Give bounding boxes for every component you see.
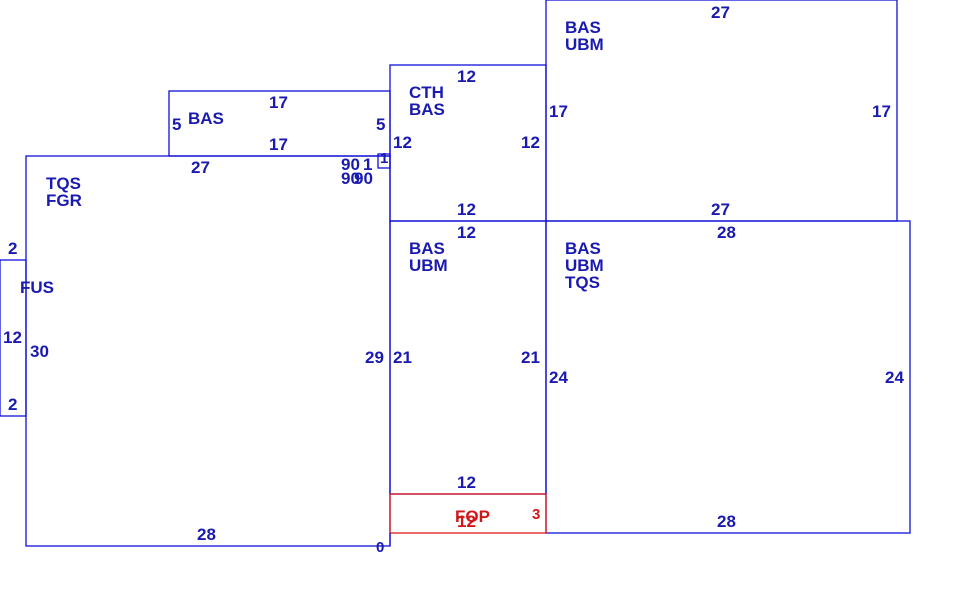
- bas-ubm-top-dim-left: 17: [549, 102, 568, 121]
- tqs-fgr-code-1: TQS: [46, 174, 81, 193]
- cth-bas-dim-bottom: 12: [457, 200, 476, 219]
- section-fus-outline: [0, 259, 27, 417]
- bas-ubm-mid-dim-top: 12: [457, 223, 476, 242]
- tqs-fgr-dim-right: 29: [365, 348, 384, 367]
- connector-label-b: 1: [363, 155, 372, 174]
- cth-bas-dim-top: 12: [457, 67, 476, 86]
- section-bas-ubm-tqs-outline: [545, 220, 911, 534]
- bas-small-dim-top: 17: [269, 93, 288, 112]
- connector-label-a: 90: [341, 155, 360, 174]
- bas-ubm-tqs-dim-bottom: 28: [717, 512, 736, 531]
- bas-ubm-mid-dim-left: 21: [393, 348, 412, 367]
- bas-small-dim-left: 5: [172, 115, 181, 134]
- bas-ubm-mid-code-2: UBM: [409, 256, 448, 275]
- bas-small-code: BAS: [188, 109, 224, 128]
- connector-box: [377, 153, 391, 169]
- bas-small-dim-bottom: 17: [269, 135, 288, 154]
- connector-label-d: 90: [354, 169, 373, 188]
- tqs-fgr-code-2: FGR: [46, 191, 82, 210]
- connector-label-e: 1: [380, 150, 388, 167]
- fop-code: FOP: [455, 507, 490, 526]
- fus-dim-middle: 12: [3, 328, 22, 347]
- bas-ubm-tqs-code-2: UBM: [565, 256, 604, 275]
- fop-dim-bottom: 12: [457, 512, 476, 531]
- bas-ubm-top-dim-top: 27: [711, 3, 730, 22]
- bas-ubm-mid-dim-right: 21: [521, 348, 540, 367]
- origin-label: 0: [376, 539, 384, 556]
- cth-bas-code-1: CTH: [409, 83, 444, 102]
- bas-ubm-mid-code-1: BAS: [409, 239, 445, 258]
- fus-dim-bottom: 2: [8, 395, 17, 414]
- section-fop-outline: [389, 493, 547, 534]
- bas-small-dim-right: 5: [376, 115, 385, 134]
- fop-dim-right: 3: [532, 506, 540, 523]
- bas-ubm-tqs-code-1: BAS: [565, 239, 601, 258]
- bas-ubm-tqs-code-3: TQS: [565, 273, 600, 292]
- bas-ubm-top-code-1: BAS: [565, 18, 601, 37]
- cth-bas-dim-left: 12: [393, 133, 412, 152]
- connector-label-c: 90: [341, 169, 360, 188]
- bas-ubm-top-code-2: UBM: [565, 35, 604, 54]
- bas-ubm-top-dim-right: 17: [872, 102, 891, 121]
- bas-ubm-mid-dim-bottom: 12: [457, 473, 476, 492]
- bas-ubm-tqs-dim-top: 28: [717, 223, 736, 242]
- bas-ubm-tqs-dim-right: 24: [885, 368, 904, 387]
- section-tqs-fgr-outline: [25, 155, 391, 547]
- cth-bas-code-2: BAS: [409, 100, 445, 119]
- tqs-fgr-dim-bottom: 28: [197, 525, 216, 544]
- fus-dim-top: 2: [8, 239, 17, 258]
- bas-ubm-tqs-dim-left: 24: [549, 368, 568, 387]
- fus-code: FUS: [20, 278, 54, 297]
- cth-bas-dim-right: 12: [521, 133, 540, 152]
- bas-ubm-top-dim-bottom: 27: [711, 200, 730, 219]
- tqs-fgr-dim-left: 30: [30, 342, 49, 361]
- tqs-fgr-dim-top: 27: [191, 158, 210, 177]
